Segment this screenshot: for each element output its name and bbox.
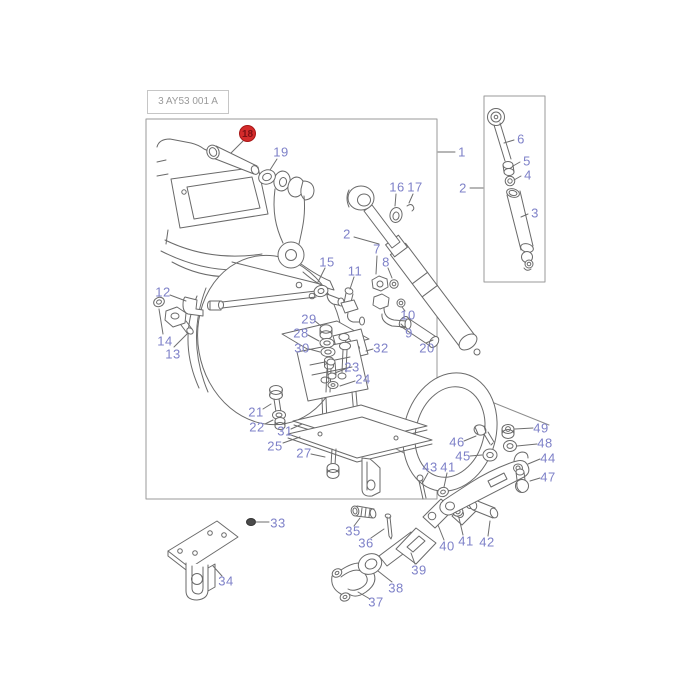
part-label-24: 24 [355, 371, 371, 387]
part-label-17: 17 [407, 179, 423, 195]
part-label-44: 44 [540, 450, 556, 466]
bolt-46-art [473, 424, 495, 446]
part-label-6: 6 [517, 131, 525, 147]
part-label-21: 21 [248, 404, 264, 420]
part-label-30: 30 [294, 340, 310, 356]
part-label-45: 45 [455, 448, 471, 464]
part-label-3: 3 [531, 205, 539, 221]
pin-36-art [384, 513, 393, 540]
washer-41a-art [437, 486, 449, 498]
washer-14-art [153, 296, 165, 308]
split-pin-43-art [416, 474, 427, 500]
part-label-8: 8 [382, 254, 390, 270]
valve-assembly-art [281, 320, 370, 430]
part-label-10: 10 [400, 307, 416, 323]
part-label-19: 19 [273, 144, 289, 160]
diagram-code-box: 3 AY53 001 A [147, 90, 229, 114]
part-label-29: 29 [301, 311, 317, 327]
bracket-34-art [167, 520, 239, 601]
leader-lines [158, 139, 541, 600]
part-label-2-inset: 2 [459, 180, 467, 196]
part-label-49: 49 [533, 420, 549, 436]
part-label-37: 37 [368, 594, 384, 610]
part-label-41a: 41 [440, 459, 456, 475]
part-label-9: 9 [405, 325, 413, 341]
part-label-20: 20 [419, 340, 435, 356]
elbow-11-art [340, 287, 365, 326]
block-39-art [395, 527, 437, 565]
part-label-41b: 41 [458, 533, 474, 549]
part-label-40: 40 [439, 538, 455, 554]
part-label-23: 23 [344, 359, 360, 375]
part-label-39: 39 [411, 562, 427, 578]
part-label-34: 34 [218, 573, 234, 589]
part-label-48: 48 [537, 435, 553, 451]
part-label-31: 31 [277, 423, 293, 439]
part-label-16: 16 [389, 179, 405, 195]
part-label-11: 11 [347, 263, 363, 279]
part-label-5: 5 [523, 153, 531, 169]
bushing-19-art [258, 169, 276, 185]
highlighted-part-badge[interactable]: 18 [239, 125, 256, 142]
part-label-25: 25 [267, 438, 283, 454]
ring-10-art [396, 298, 406, 308]
part-label-42: 42 [479, 534, 495, 550]
mounting-plates-art [287, 404, 433, 497]
fitting-7-art [371, 275, 389, 292]
part-label-46: 46 [449, 434, 465, 450]
ring-gasket-art [402, 372, 498, 492]
part-label-2: 2 [343, 226, 351, 242]
part-label-15: 15 [319, 254, 335, 270]
inset-frame-border [483, 95, 546, 283]
nut-49-art [501, 424, 515, 439]
part-label-4: 4 [524, 167, 532, 183]
part-label-32: 32 [373, 340, 389, 356]
washer-45-art [482, 448, 498, 462]
elbow-9-art [372, 293, 412, 330]
inset-cylinder-art [487, 108, 534, 271]
pin-18-art [206, 144, 260, 175]
washer-48-art [503, 440, 517, 452]
tie-rod-art [182, 284, 345, 317]
part-label-43: 43 [422, 459, 438, 475]
part-label-13: 13 [165, 346, 181, 362]
part-label-1: 1 [458, 144, 466, 160]
part-label-38: 38 [388, 580, 404, 596]
part-label-27: 27 [296, 445, 312, 461]
part-label-35: 35 [345, 523, 361, 539]
plug-33-art [246, 518, 256, 526]
ring-8-art [389, 279, 399, 289]
clip-17-art [406, 204, 415, 212]
hydraulic-cylinder-art [346, 185, 481, 356]
part-label-47: 47 [540, 469, 556, 485]
bolt-21-22-art [269, 385, 286, 430]
fitting-13-art [164, 306, 194, 335]
part-label-7: 7 [373, 241, 381, 257]
part-label-28: 28 [293, 325, 309, 341]
part-label-14: 14 [157, 333, 173, 349]
bolt-35-art [350, 505, 377, 519]
pin-47-art [515, 468, 529, 493]
part-label-22: 22 [249, 419, 265, 435]
part-label-36: 36 [358, 535, 374, 551]
engine-block-art [156, 138, 269, 278]
part-label-33: 33 [270, 515, 286, 531]
bushing-16-art [389, 207, 403, 223]
part-label-12: 12 [155, 284, 171, 300]
yoke-bracket-art [273, 170, 335, 291]
